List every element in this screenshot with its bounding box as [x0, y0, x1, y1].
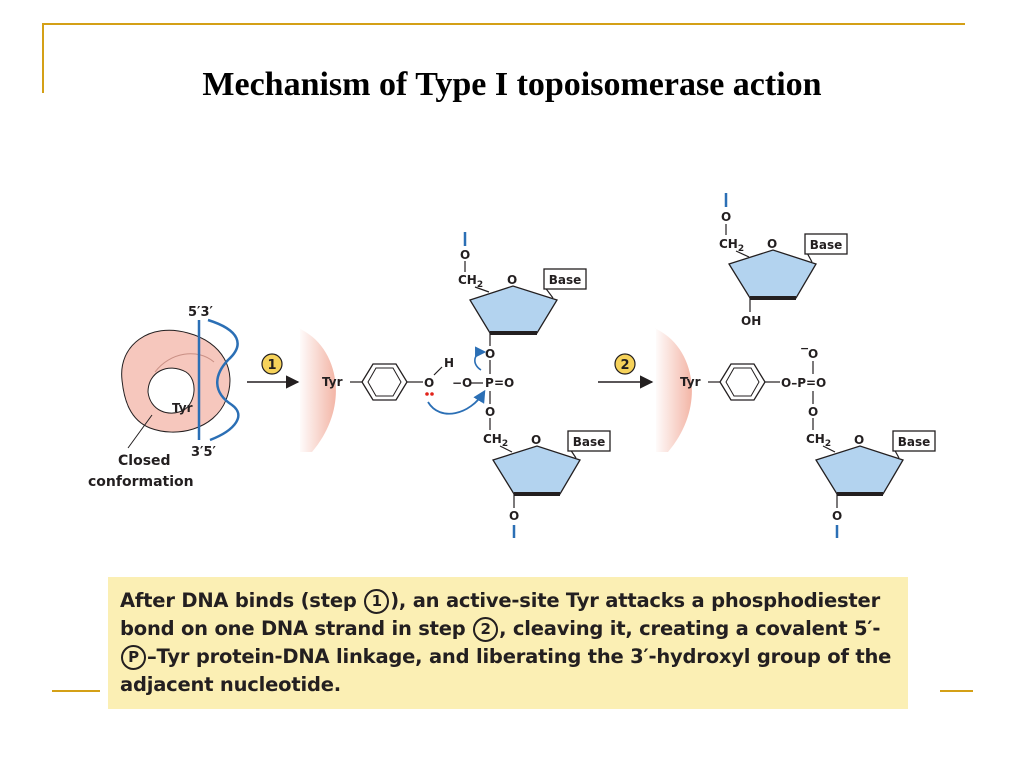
- bond-break-arrow: [474, 346, 487, 371]
- caption-step1-circle: 1: [364, 589, 390, 614]
- upper-base-label-1: Base: [549, 273, 582, 287]
- closed-tyr-label: Tyr: [172, 401, 193, 415]
- lower-sugar-ring-2: [815, 445, 904, 495]
- caption-step2-circle: 2: [473, 617, 499, 642]
- phosphate-lower-O-2: O: [808, 405, 818, 419]
- lone-pair-dot-b: [430, 392, 434, 396]
- lower-CH2-2: CH2: [806, 432, 831, 449]
- phenol-O: O: [424, 376, 434, 390]
- lower-O-2: O: [832, 509, 842, 523]
- caption-box: After DNA binds (step 1), an active-site…: [108, 577, 908, 709]
- frame-bottom-right-line: [940, 690, 973, 692]
- free-O: O: [721, 210, 731, 224]
- step2-number: 2: [620, 358, 629, 373]
- benzene-ring-2: [719, 363, 766, 401]
- upper-base-box-1: [543, 268, 587, 290]
- free-ring-O: O: [767, 237, 777, 251]
- closed-dna-strands: [197, 318, 240, 442]
- step2-arrow: 2: [598, 353, 654, 389]
- upper-CH2-ring-bond-1: [474, 286, 490, 293]
- enzyme-arc-2: [654, 328, 692, 452]
- lower-CH2-1: CH2: [483, 432, 508, 449]
- lower-ring-O-2: O: [854, 433, 864, 447]
- closed-label-line2: conformation: [88, 474, 194, 490]
- caption-part-1: After DNA binds (step: [120, 589, 364, 612]
- free-CH2: CH2: [719, 237, 744, 254]
- lower-O-1: O: [509, 509, 519, 523]
- lower-base-box-1: [567, 430, 611, 452]
- lower-CH2-ring-bond-1: [499, 445, 513, 453]
- frame-top-line: [42, 23, 965, 25]
- lower-sugar-ring-1: [492, 445, 581, 495]
- caption-text: After DNA binds (step 1), an active-site…: [120, 587, 904, 699]
- slide-title: Mechanism of Type I topoisomerase action: [202, 66, 822, 103]
- phosphate-upper-minus-2: −: [800, 342, 809, 355]
- caption-part-4: –Tyr protein-DNA linkage, and liberating…: [120, 645, 892, 696]
- enzyme-arc-1: [298, 328, 336, 452]
- phosphate-upper-O-2: O: [808, 347, 818, 361]
- upper-sugar-ring-1: [469, 285, 558, 334]
- hydroxyl-H: H: [444, 356, 454, 370]
- tyr-label-2: Tyr: [680, 375, 701, 389]
- closed-label-line1: Closed: [118, 453, 171, 469]
- frame-left-line: [42, 23, 44, 93]
- phosphate-upper-O-1: O: [485, 347, 495, 361]
- phosphate-double-O-1: =O: [494, 376, 514, 390]
- caption-part-3: , cleaving it, creating a covalent 5′-: [499, 617, 881, 640]
- free-sugar-ring: [728, 249, 817, 299]
- phospho-tyr-linkage: O–P=O: [781, 376, 826, 390]
- lower-base-box-2: [892, 430, 936, 452]
- phosphorus-1: P: [485, 376, 494, 390]
- free-3prime-OH: OH: [741, 314, 761, 328]
- caption-part-2: ), an active-site Tyr attacks a phosphod…: [120, 589, 880, 640]
- lower-CH2-ring-bond-2: [822, 445, 836, 453]
- lower-base-label-1: Base: [573, 435, 606, 449]
- lower-ring-O-1: O: [531, 433, 541, 447]
- lower-base-label-2: Base: [898, 435, 931, 449]
- free-base-box: [804, 233, 848, 255]
- upper-CH2-1: CH2: [458, 273, 483, 290]
- closed-enzyme: [121, 329, 231, 433]
- benzene-ring-1: [361, 363, 408, 401]
- phosphate-lower-O-1: O: [485, 405, 495, 419]
- O-H-bond: [433, 366, 443, 376]
- nucleophilic-attack-arrow: [427, 389, 486, 415]
- upper-ring-O-1: O: [507, 273, 517, 287]
- closed-end-5-3: 5′3′: [188, 305, 214, 320]
- free-base-label: Base: [810, 238, 843, 252]
- closed-pointer-line: [127, 414, 153, 449]
- phosphate-minus-O-1: −O: [452, 376, 472, 390]
- step1-arrow: 1: [247, 353, 300, 389]
- upper-O-1: O: [460, 248, 470, 262]
- tyr-label-1: Tyr: [322, 375, 343, 389]
- topoisomerase-mechanism-diagram: 5′3′ 3′5′ Tyr Closed conformation 1 Tyr …: [88, 193, 936, 538]
- lone-pair-dot-a: [425, 392, 429, 396]
- closed-end-3-5: 3′5′: [191, 445, 217, 460]
- step1-number: 1: [267, 358, 276, 373]
- free-CH2-ring-bond: [735, 250, 750, 258]
- frame-bottom-left-line: [52, 690, 100, 692]
- caption-phosphate-circle: P: [121, 645, 146, 670]
